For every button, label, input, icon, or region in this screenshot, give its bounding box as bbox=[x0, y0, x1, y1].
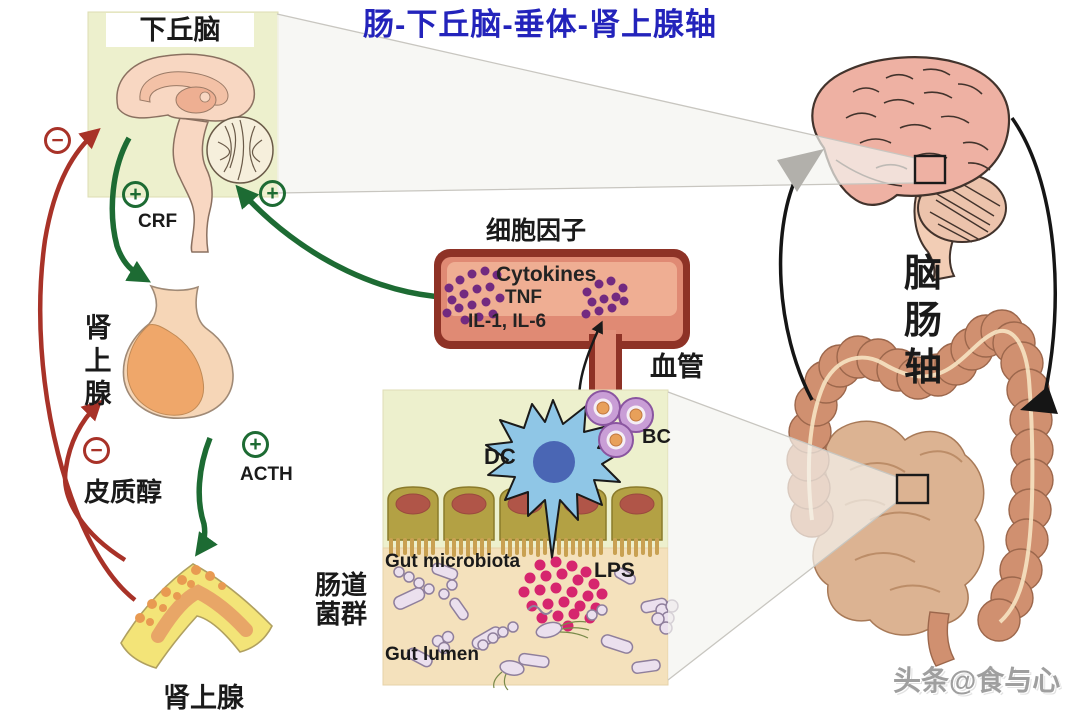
axis-char-brain: 脑 bbox=[903, 253, 942, 295]
hypothalamus-label: 下丘脑 bbox=[106, 13, 254, 47]
cytokines-en-label: Cytokines bbox=[496, 263, 597, 286]
blood-vessel-label: 血管 bbox=[650, 352, 704, 382]
bacteria bbox=[393, 562, 679, 691]
brain-gut-axis-label: 脑 肠 轴 bbox=[899, 251, 947, 392]
cytokines-heading: 细胞因子 bbox=[486, 217, 587, 245]
pituitary-illustration bbox=[122, 284, 234, 419]
watermark: 头条@食与心 bbox=[893, 665, 1061, 696]
lps-label: LPS bbox=[594, 559, 635, 582]
page-title: 肠-下丘脑-垂体-肾上腺轴 bbox=[363, 7, 717, 42]
cortisol-label: 皮质醇 bbox=[84, 477, 163, 507]
dc-label: DC bbox=[484, 444, 516, 469]
plus-icon: + bbox=[259, 180, 286, 207]
minus-icon: − bbox=[44, 127, 71, 154]
gut-microbiota-cn-line2: 菌群 bbox=[314, 599, 367, 629]
side-gland-char-2: 上 bbox=[84, 346, 112, 376]
lps-dots bbox=[518, 556, 608, 634]
minus-icon: − bbox=[83, 437, 110, 464]
cytokine-dots bbox=[442, 266, 629, 325]
plus-icon: + bbox=[122, 181, 149, 208]
adrenal-label: 肾上腺 bbox=[163, 683, 244, 713]
interleukin-label: IL-1, IL-6 bbox=[468, 311, 547, 332]
plus-icon: + bbox=[242, 431, 269, 458]
axis-char-gut: 肠 bbox=[903, 300, 942, 342]
axis-char-axis: 轴 bbox=[903, 347, 942, 389]
zoom-beam-hypothalamus bbox=[276, 13, 916, 194]
gut-microbiota-cn-line1: 肠道 bbox=[314, 570, 367, 600]
b-cells bbox=[585, 390, 654, 458]
gut-zoom-square bbox=[895, 473, 930, 505]
crf-arrow bbox=[109, 136, 151, 283]
hypothalamus-box bbox=[87, 11, 279, 253]
tnf-label: TNF bbox=[505, 287, 542, 308]
gut-to-brain-arc bbox=[777, 149, 824, 401]
adrenal-illustration bbox=[120, 563, 273, 669]
cortisol-feedback-arrow-to-pituitary bbox=[62, 399, 127, 562]
bc-label: BC bbox=[642, 426, 671, 448]
side-gland-char-3: 腺 bbox=[84, 379, 112, 409]
acth-label: ACTH bbox=[240, 464, 293, 485]
dendritic-cell bbox=[485, 399, 626, 559]
gut-microbiota-en-label: Gut microbiota bbox=[385, 551, 521, 572]
side-gland-char-1: 肾 bbox=[84, 313, 112, 343]
acth-arrow bbox=[194, 436, 218, 557]
hypothalamus-brain-illustration bbox=[116, 53, 274, 253]
brain-to-gut-arc bbox=[1010, 116, 1058, 414]
blood-vessel-illustration bbox=[434, 249, 690, 392]
gut-microbiota-cn-label: 肠道 菌群 bbox=[314, 571, 368, 629]
gut-lumen-label: Gut lumen bbox=[385, 644, 479, 665]
brain-zoom-square bbox=[913, 154, 947, 185]
zoom-beam-gut bbox=[667, 391, 898, 681]
crf-label: CRF bbox=[138, 211, 178, 232]
gut-box bbox=[382, 389, 679, 691]
pituitary-side-label: 肾 上 腺 bbox=[82, 312, 114, 411]
cortisol-feedback-arrow-to-hypothalamus bbox=[37, 127, 137, 602]
